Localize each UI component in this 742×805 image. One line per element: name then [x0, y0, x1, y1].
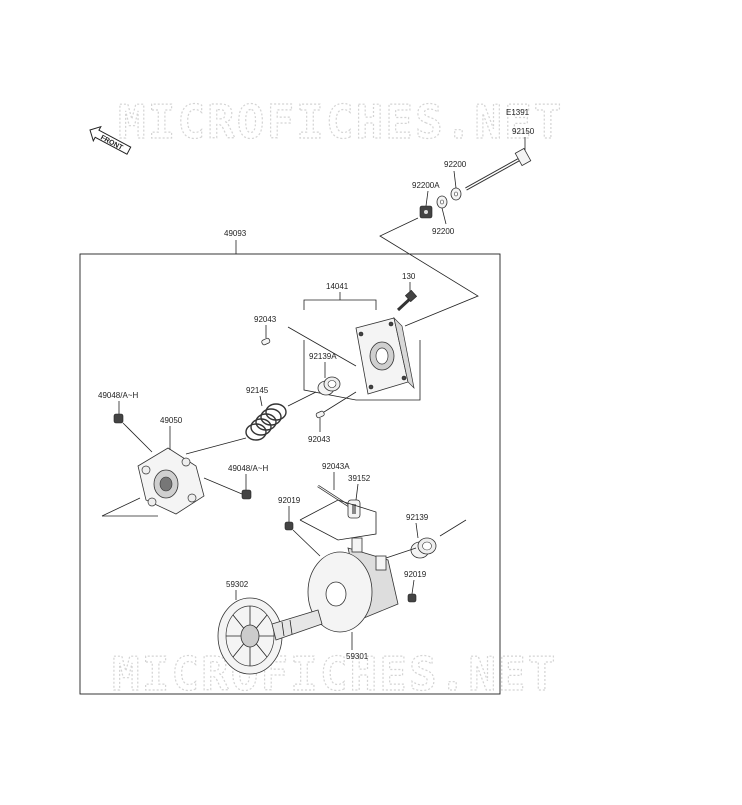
label-92139a: 92139A	[309, 352, 337, 361]
spider-49050	[137, 447, 205, 515]
leader-bolt-path	[379, 217, 479, 327]
label-92019-right: 92019	[404, 570, 427, 579]
bracket-39152	[299, 499, 377, 541]
label-92200-bottom: 92200	[432, 227, 455, 236]
slider-39152	[347, 499, 361, 519]
movable-sheave-59301	[307, 537, 399, 633]
bracket-housing-group	[303, 340, 421, 401]
housing-14041	[355, 316, 415, 395]
assembly-frame	[79, 253, 501, 695]
label-92200a: 92200A	[412, 181, 440, 190]
spring-92145	[245, 403, 287, 441]
label-92145: 92145	[246, 386, 269, 395]
nut-92019-right	[407, 593, 417, 603]
label-92043-top: 92043	[254, 315, 277, 324]
label-49050: 49050	[160, 416, 183, 425]
label-92200-top: 92200	[444, 160, 467, 169]
label-e1391: E1391	[506, 108, 530, 117]
nut-49048-right	[241, 489, 252, 500]
label-92043-bottom: 92043	[308, 435, 331, 444]
bolt-130	[396, 289, 418, 312]
label-39152: 39152	[348, 474, 371, 483]
nut-49048-left	[113, 413, 124, 424]
watermark-bottom: MICROFICHES.NET	[112, 647, 557, 701]
nut-92019-left	[284, 521, 294, 531]
pin-92043-top	[261, 337, 271, 346]
label-59302: 59302	[226, 580, 249, 589]
label-92150: 92150	[512, 127, 535, 136]
bracket-14041	[303, 299, 377, 310]
fixed-sheave-59302	[217, 597, 323, 675]
label-59301: 59301	[346, 652, 369, 661]
label-92043a: 92043A	[322, 462, 350, 471]
label-92139: 92139	[406, 513, 429, 522]
label-130: 130	[402, 272, 416, 281]
watermark-top: MICROFICHES.NET	[118, 95, 563, 149]
label-14041: 14041	[326, 282, 349, 291]
label-49048-left: 49048/A~H	[98, 391, 138, 400]
bolt-92150	[465, 147, 532, 191]
label-49048-right: 49048/A~H	[228, 464, 268, 473]
label-49093: 49093	[224, 229, 247, 238]
bushing-92139	[410, 537, 437, 559]
bushing-92139a	[317, 376, 341, 396]
pin-92043-bottom	[315, 410, 325, 419]
label-92019-left: 92019	[278, 496, 301, 505]
